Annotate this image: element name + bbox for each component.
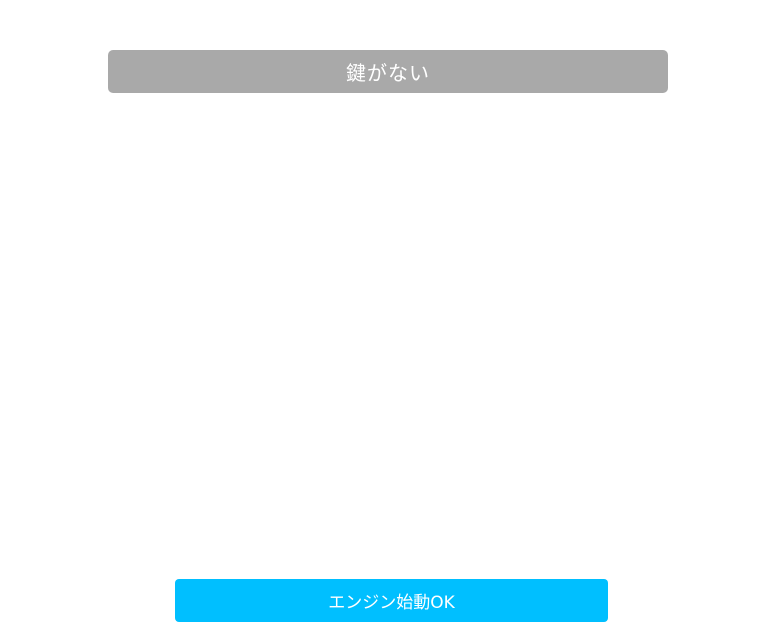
engine-start-ok-label: エンジン始動OK bbox=[328, 593, 455, 613]
key-status-label: 鍵がない bbox=[346, 61, 430, 85]
engine-start-ok-button[interactable]: エンジン始動OK bbox=[175, 579, 608, 622]
key-status-banner: 鍵がない bbox=[108, 50, 668, 93]
